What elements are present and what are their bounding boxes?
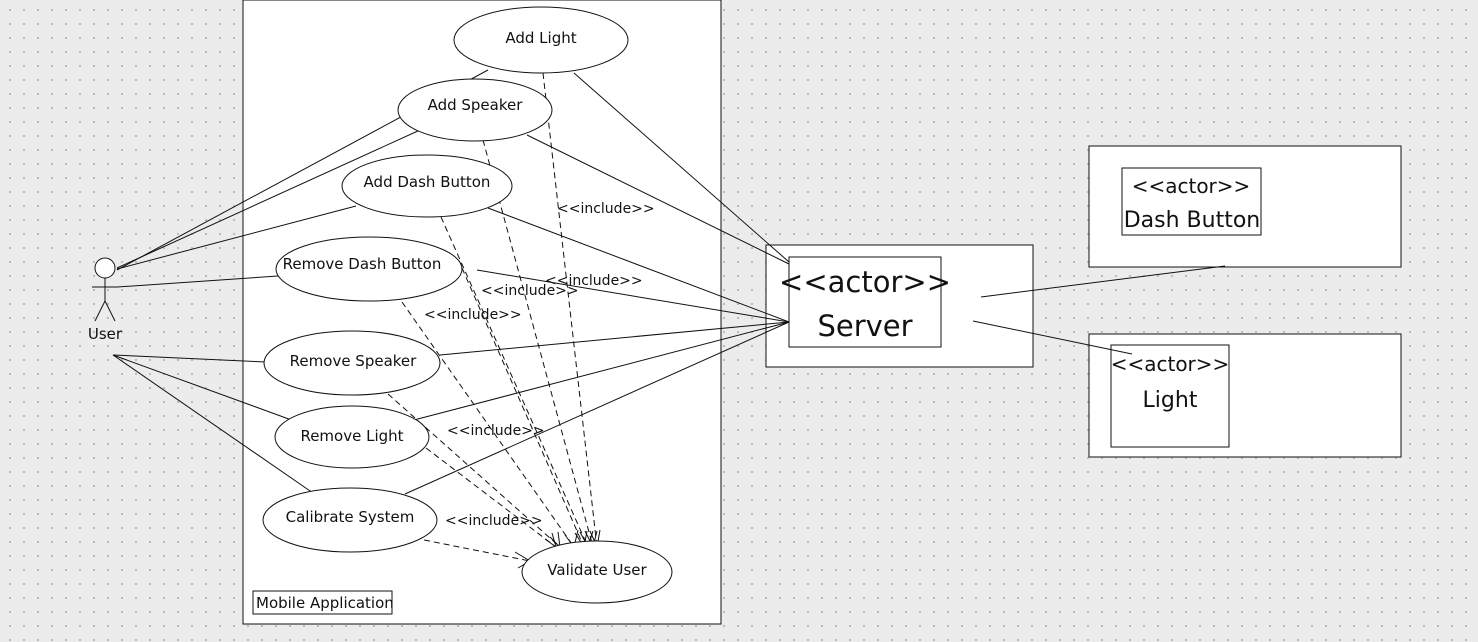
- include-relations: [387, 72, 598, 562]
- use-case-remove-light[interactable]: Remove Light: [274, 405, 430, 469]
- use-case-label: Remove Light: [300, 427, 403, 445]
- dash-button-actor-inner: [1121, 167, 1262, 236]
- use-case-label: Remove Speaker: [290, 352, 417, 370]
- use-case-label: Calibrate System: [286, 508, 415, 526]
- user-head-icon: [94, 257, 116, 279]
- include-label: <<include>>: [557, 201, 655, 217]
- light-label: Light: [1143, 388, 1198, 413]
- use-case-add-light[interactable]: Add Light: [453, 6, 629, 74]
- system-label-box: [252, 590, 393, 615]
- light-actor-inner: [1110, 344, 1230, 448]
- system-label: Mobile Application: [256, 594, 394, 612]
- dash-button-stereotype: <<actor>>: [1132, 174, 1251, 198]
- use-case-add-speaker[interactable]: Add Speaker: [397, 78, 553, 142]
- user-actor[interactable]: [92, 257, 118, 322]
- use-case-label: Add Dash Button: [364, 173, 491, 191]
- include-label: <<include>>: [545, 273, 643, 289]
- include-labels: <<include>> <<include>> <<include>> <<in…: [424, 201, 655, 529]
- associations: [112, 69, 1226, 495]
- use-case-remove-dash-button[interactable]: Remove Dash Button: [275, 236, 463, 302]
- include-label: <<include>>: [481, 283, 579, 299]
- light-stereotype: <<actor>>: [1111, 352, 1230, 376]
- server-actor-inner: [788, 256, 942, 348]
- include-label: <<include>>: [424, 307, 522, 323]
- include-label: <<include>>: [445, 513, 543, 529]
- use-case-label: Add Light: [505, 29, 576, 47]
- server-label: Server: [817, 309, 912, 343]
- use-case-calibrate-system[interactable]: Calibrate System: [262, 487, 438, 553]
- use-case-remove-speaker[interactable]: Remove Speaker: [263, 330, 441, 396]
- dash-button-label: Dash Button: [1124, 208, 1261, 233]
- use-case-label: Add Speaker: [428, 96, 524, 114]
- use-case-label: Remove Dash Button: [283, 255, 442, 273]
- server-stereotype: <<actor>>: [779, 265, 951, 299]
- use-case-validate-user[interactable]: Validate User: [521, 540, 673, 604]
- user-label: User: [88, 325, 123, 343]
- include-label: <<include>>: [447, 423, 545, 439]
- use-case-label: Validate User: [547, 561, 647, 579]
- use-case-add-dash-button[interactable]: Add Dash Button: [341, 154, 513, 218]
